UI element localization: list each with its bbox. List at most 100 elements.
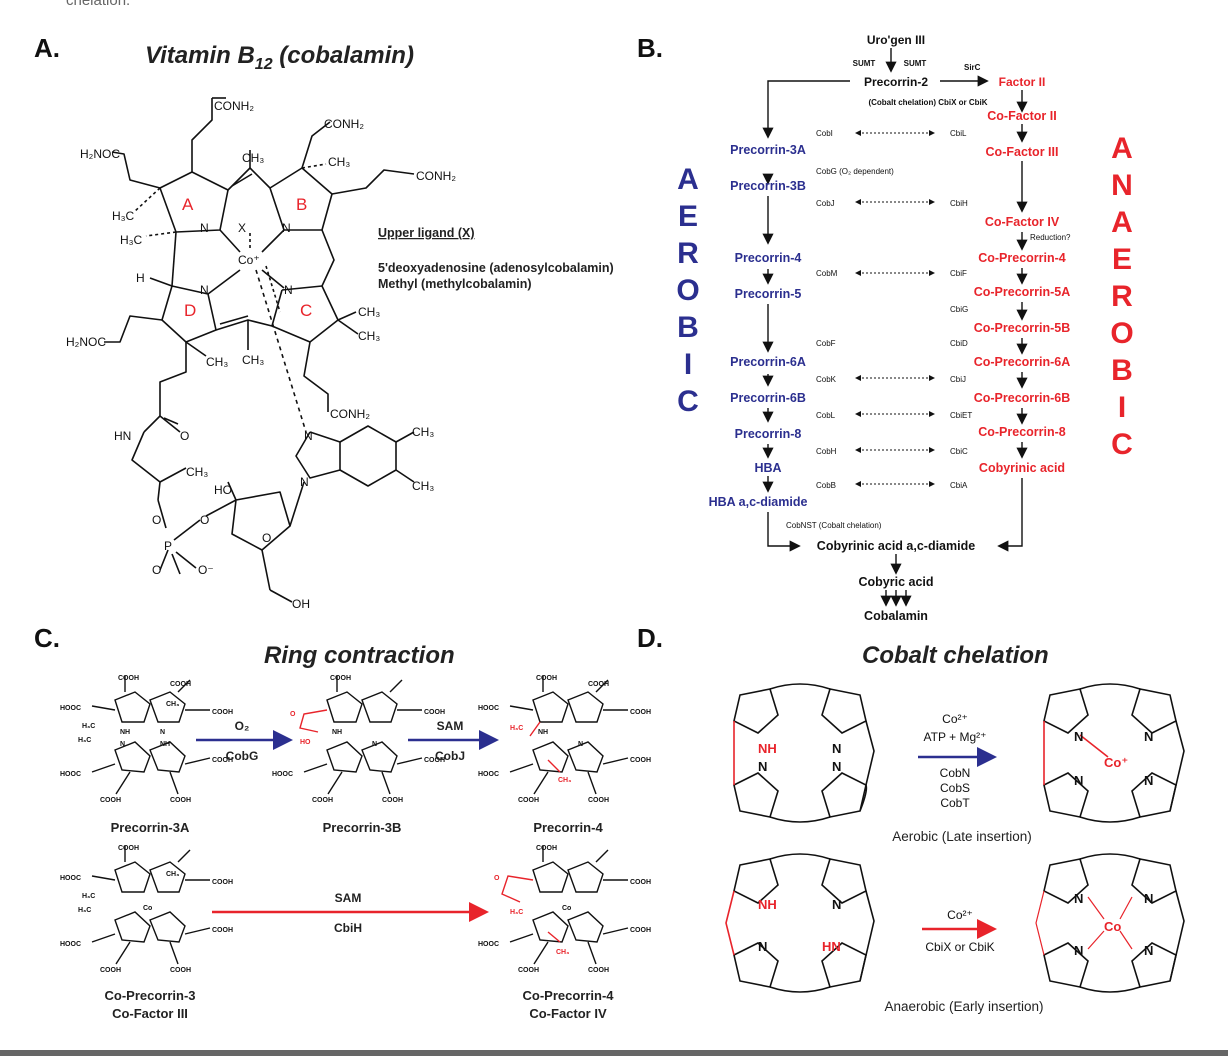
- c3-hooc-1: HOOC: [478, 705, 499, 712]
- aerobic-step-precorrin-6a: Precorrin-6A: [730, 355, 806, 369]
- ligand-heading: Upper ligand (X): [378, 226, 475, 240]
- anaerobic-letter-5: R: [1111, 280, 1133, 313]
- compound-precorrin-4: Precorrin-4: [533, 820, 603, 835]
- c3-cooh-3: COOH: [630, 709, 651, 716]
- enzyme-cobi: CobI: [816, 129, 833, 138]
- atom-hn: HN: [822, 939, 841, 954]
- enzyme-cbiet: CbiET: [950, 411, 972, 420]
- aerobic-letter-6: I: [684, 348, 692, 381]
- c4-co: Co: [143, 905, 152, 912]
- anaerobic-step-co-precorrin-6a: Co-Precorrin-6A: [974, 355, 1071, 369]
- panel-b-letter: B.: [637, 33, 663, 63]
- step-factor-2: Factor II: [999, 75, 1046, 89]
- c5-cooh-3: COOH: [630, 927, 651, 934]
- c2-n: N: [372, 741, 377, 748]
- enzyme-sirc: SirC: [964, 63, 981, 72]
- c5-ch3: CH₃: [556, 949, 569, 956]
- macrocycle-aerobic-free: [733, 683, 875, 823]
- anaerobic-letter-1: A: [1111, 132, 1133, 165]
- anaerobic-step-cobyrinic-acid: Cobyrinic acid: [979, 461, 1065, 475]
- aerobic-caption: Aerobic (Late insertion): [892, 829, 1032, 844]
- panel-a-letter: A.: [34, 33, 60, 63]
- arrow-cobj-bottom: CobJ: [435, 749, 465, 763]
- aerobic-letter-5: B: [677, 311, 699, 344]
- aerobic-step-hba: HBA: [754, 461, 781, 475]
- enzyme-cbih: CbiH: [950, 199, 968, 208]
- c2-cooh-5: COOH: [382, 797, 403, 804]
- anaerobic-step-co-factor-4: Co-Factor IV: [985, 215, 1060, 229]
- macrocycle-anaerobic-free: [733, 853, 875, 993]
- group-h3c-1: H₃C: [112, 209, 135, 223]
- aerobic-reagent-co: Co²⁺: [942, 712, 968, 726]
- enzyme-cbij: CbiJ: [950, 375, 966, 384]
- enzyme-cobg: CobG (O₂ dependent): [816, 167, 894, 176]
- note-reduction: Reduction?: [1030, 233, 1071, 242]
- step-cobyric-acid: Cobyric acid: [858, 575, 933, 589]
- atom-n-d: N: [200, 283, 209, 297]
- c1-ch3: CH₃: [166, 701, 179, 708]
- c1-hooc-2: HOOC: [60, 771, 81, 778]
- anaerobic-step-co-precorrin-6b: Co-Precorrin-6B: [974, 391, 1071, 405]
- group-h: H: [136, 271, 145, 285]
- group-conh2-top2: CONH₂: [324, 117, 364, 131]
- c5-o: O: [494, 875, 500, 882]
- c4-h3c-1: H₃C: [82, 893, 95, 900]
- enzyme-cbif: CbiF: [950, 269, 967, 278]
- arrow-cobg-top: O₂: [235, 719, 250, 733]
- arrow-cobg-bottom: CobG: [226, 749, 259, 763]
- c4-cooh-1: COOH: [118, 845, 139, 852]
- atom-co-plus: Co⁺: [1104, 755, 1128, 770]
- c3-cooh-2: COOH: [588, 681, 609, 688]
- anaerobic-step-co-factor-2: Co-Factor II: [987, 109, 1056, 123]
- molecule-precorrin-3b: [303, 676, 423, 795]
- group-ch3-2: CH₃: [328, 155, 350, 169]
- macrocycle-aerobic-co: [1043, 683, 1185, 823]
- c3-ch3: CH₃: [558, 777, 571, 784]
- atom-n-8: N: [832, 897, 841, 912]
- panel-d-title: Cobalt chelation: [862, 642, 1049, 669]
- bridge-red-4: [1035, 890, 1133, 956]
- aerobic-letter-1: A: [677, 163, 699, 196]
- aerobic-step-hba-diamide: HBA a,c-diamide: [709, 495, 808, 509]
- c1-h3c-2: H₃C: [78, 737, 91, 744]
- enzyme-sumt-right: SUMT: [904, 59, 927, 68]
- c1-hooc-1: HOOC: [60, 705, 81, 712]
- enzyme-cbid: CbiD: [950, 339, 968, 348]
- aerobic-step-precorrin-3b: Precorrin-3B: [730, 179, 806, 193]
- atom-o-p: O: [152, 563, 161, 577]
- group-ch3-6: CH₃: [242, 353, 264, 367]
- atom-n-7: N: [1144, 773, 1153, 788]
- molecule-precorrin-3a: [91, 676, 211, 795]
- atom-n-c: N: [284, 283, 293, 297]
- anaerobic-enzymes: CbiX or CbiK: [925, 940, 994, 954]
- atom-o-ester: O: [152, 513, 161, 527]
- note-cobalt-chelation: (Cobalt chelation) CbiX or CbiK: [868, 98, 987, 107]
- c5-co: Co: [562, 905, 571, 912]
- c5-cooh-5: COOH: [588, 967, 609, 974]
- aerobic-step-precorrin-8: Precorrin-8: [735, 427, 802, 441]
- arrow-cbih-bottom: CbiH: [334, 921, 362, 935]
- anaerobic-step-co-precorrin-8: Co-Precorrin-8: [978, 425, 1066, 439]
- group-oh: OH: [292, 597, 310, 611]
- ligand-methyl: Methyl (methylcobalamin): [378, 277, 532, 291]
- atom-n-4: N: [1074, 729, 1083, 744]
- compound-co-factor-3: Co-Factor III: [112, 1006, 188, 1021]
- c2-cooh-2: COOH: [424, 709, 445, 716]
- anaerobic-step-co-precorrin-4: Co-Precorrin-4: [978, 251, 1066, 265]
- step-cobyrinic-diamide: Cobyrinic acid a,c-diamide: [817, 539, 975, 553]
- cobalt-atom: Co⁺: [238, 253, 260, 267]
- step-cobalamin: Cobalamin: [864, 609, 928, 623]
- c5-cooh-4: COOH: [518, 967, 539, 974]
- c4-ch3: CH₃: [166, 871, 179, 878]
- enzyme-sumt-left: SUMT: [853, 59, 876, 68]
- c4-hooc-2: HOOC: [60, 941, 81, 948]
- group-conh2-top: CONH₂: [214, 99, 254, 113]
- group-conh2-bottom: CONH₂: [330, 407, 370, 421]
- methyl-groups-precorrin-4: [529, 721, 561, 773]
- atom-co: Co: [1104, 919, 1121, 934]
- compound-precorrin-3a: Precorrin-3A: [111, 820, 190, 835]
- aerobic-step-precorrin-6b: Precorrin-6B: [730, 391, 806, 405]
- c1-cooh-3: COOH: [212, 709, 233, 716]
- c2-cooh-3: COOH: [424, 757, 445, 764]
- panel-a-title-subscript: 12: [254, 55, 273, 73]
